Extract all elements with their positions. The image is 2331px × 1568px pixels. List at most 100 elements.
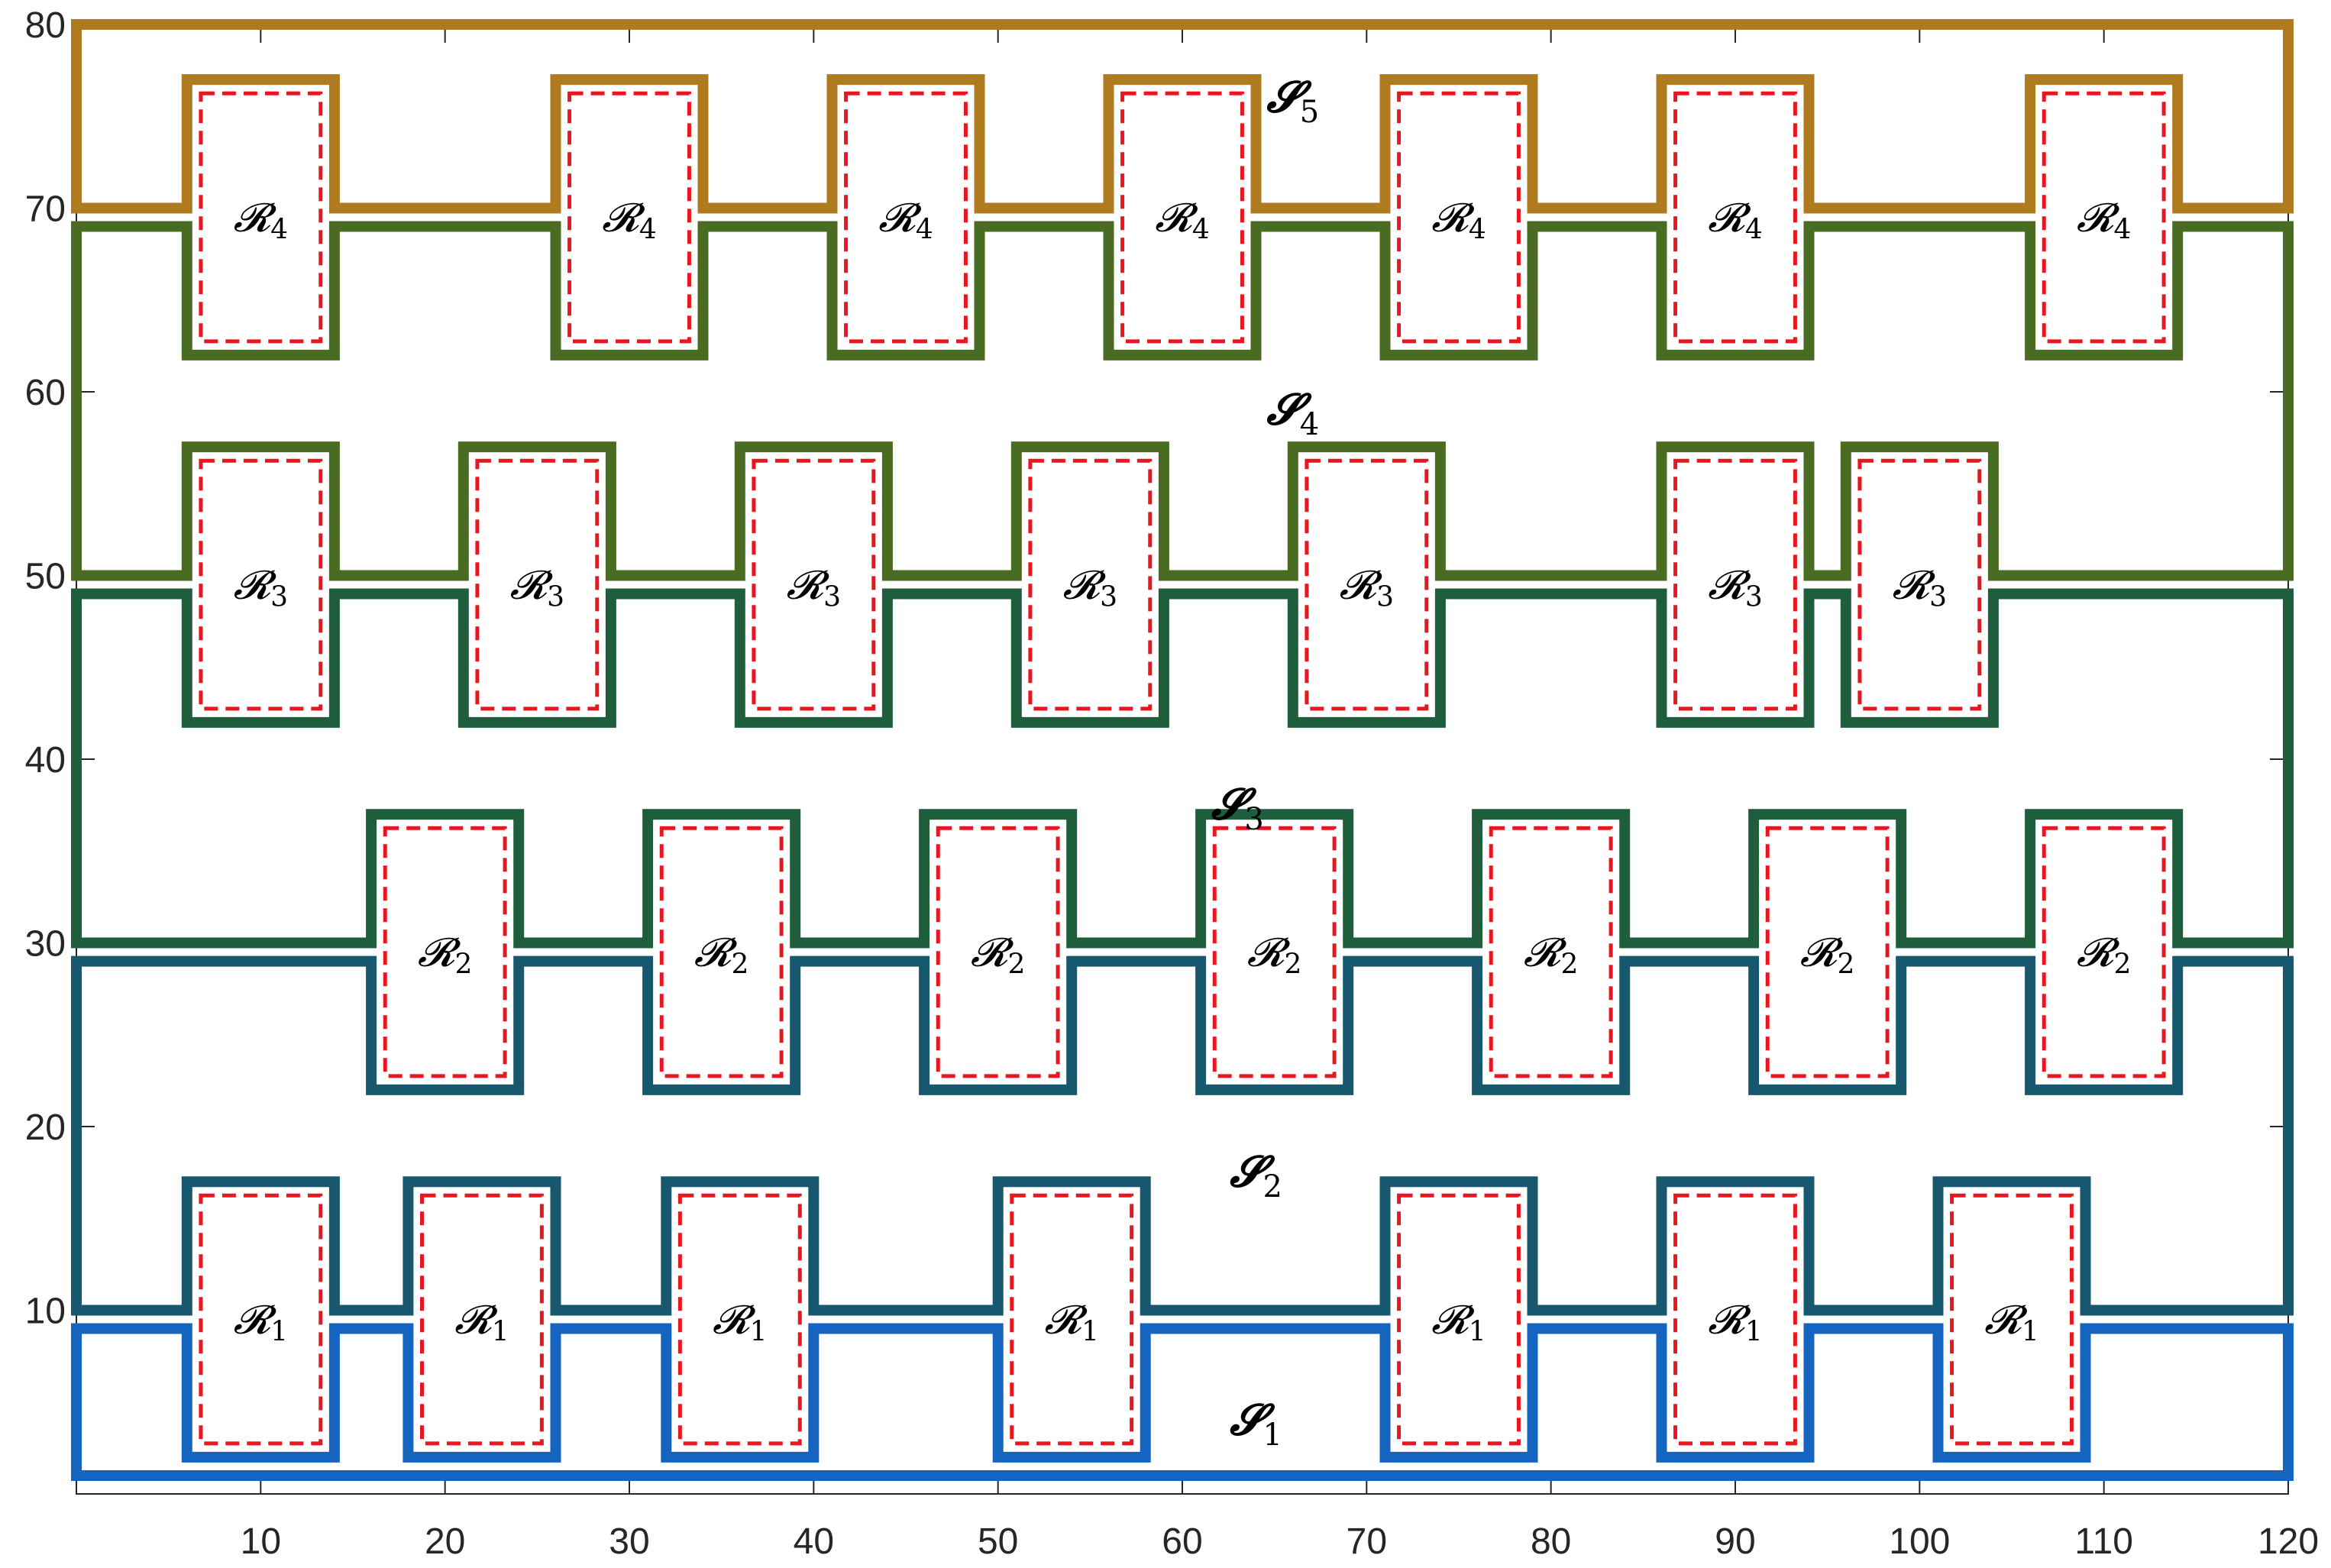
region-box-r3 — [752, 458, 876, 711]
region-symbol: 𝓡 — [1044, 1298, 1088, 1343]
region-subscript: 3 — [270, 582, 288, 613]
region-symbol: 𝓡 — [1524, 930, 1567, 976]
region-label-r3: 𝓡3 — [1893, 563, 1947, 613]
region-symbol: 𝓡 — [1708, 563, 1751, 609]
region-subscript: 2 — [1008, 949, 1026, 981]
region-box-r1 — [199, 1193, 323, 1446]
region-subscript: 4 — [639, 215, 657, 246]
strip-subscript: 3 — [1244, 802, 1263, 837]
region-subscript: 4 — [916, 215, 933, 246]
strip-label-s1: 𝓢1 — [1230, 1395, 1282, 1453]
region-symbol: 𝓡 — [1063, 563, 1107, 609]
y-tick-label: 10 — [25, 1292, 66, 1332]
region-label-r4: 𝓡4 — [1708, 196, 1762, 246]
strip-outline-s3 — [71, 588, 2294, 949]
x-tick-label: 50 — [978, 1521, 1018, 1562]
region-symbol: 𝓡 — [454, 1298, 498, 1343]
region-label-r2: 𝓡2 — [971, 930, 1025, 981]
region-subscript: 1 — [270, 1317, 288, 1348]
y-tick-label: 60 — [25, 373, 66, 413]
x-tick-label: 110 — [2074, 1521, 2133, 1562]
region-label-r4: 𝓡4 — [602, 196, 656, 246]
region-symbol: 𝓡 — [1155, 196, 1198, 241]
region-subscript: 2 — [1285, 949, 1302, 981]
strip-label-s3: 𝓢3 — [1211, 779, 1264, 837]
region-symbol: 𝓡 — [713, 1298, 756, 1343]
region-subscript: 3 — [1929, 582, 1947, 613]
x-tick-label: 80 — [1531, 1521, 1571, 1562]
region-subscript: 1 — [1081, 1317, 1099, 1348]
region-box-r3 — [1857, 458, 1982, 711]
y-tick-label: 50 — [25, 557, 66, 597]
region-symbol: 𝓡 — [1800, 930, 1844, 976]
region-subscript: 3 — [1745, 582, 1763, 613]
strip-label-s5: 𝓢5 — [1266, 72, 1319, 130]
region-subscript: 3 — [1100, 582, 1117, 613]
region-subscript: 2 — [732, 949, 749, 981]
region-box-r4 — [2042, 91, 2166, 344]
regions — [199, 91, 2166, 1446]
region-label-r2: 𝓡2 — [1524, 930, 1578, 981]
region-symbol: 𝓡 — [878, 196, 922, 241]
region-subscript: 4 — [1192, 215, 1210, 246]
region-box-r1 — [1673, 1193, 1797, 1446]
region-label-r1: 𝓡1 — [1708, 1298, 1762, 1348]
region-box-r2 — [659, 826, 784, 1078]
region-box-r4 — [199, 91, 323, 344]
strip-subscript: 2 — [1262, 1169, 1282, 1204]
region-label-r1: 𝓡1 — [713, 1298, 767, 1348]
x-tick-label: 60 — [1162, 1521, 1202, 1562]
strip-subscript: 4 — [1300, 407, 1319, 442]
strip-subscript: 5 — [1300, 95, 1319, 130]
region-symbol: 𝓡 — [971, 930, 1014, 976]
region-box-r2 — [2042, 826, 2166, 1078]
region-symbol: 𝓡 — [234, 1298, 277, 1343]
region-symbol: 𝓡 — [418, 930, 461, 976]
y-tick-label: 30 — [25, 924, 66, 965]
region-symbol: 𝓡 — [510, 563, 554, 609]
region-label-r4: 𝓡4 — [878, 196, 933, 246]
x-tick-label: 40 — [794, 1521, 834, 1562]
region-subscript: 4 — [1745, 215, 1763, 246]
region-subscript: 1 — [1745, 1317, 1763, 1348]
region-label-r4: 𝓡4 — [1155, 196, 1209, 246]
region-box-r2 — [1489, 826, 1613, 1078]
region-subscript: 1 — [2022, 1317, 2039, 1348]
region-label-r4: 𝓡4 — [2077, 196, 2131, 246]
region-symbol: 𝓡 — [1431, 196, 1475, 241]
region-label-r4: 𝓡4 — [1431, 196, 1486, 246]
strip-label-s2: 𝓢2 — [1230, 1146, 1282, 1204]
region-subscript: 2 — [1561, 949, 1579, 981]
x-tick-label: 30 — [609, 1521, 649, 1562]
region-subscript: 2 — [2114, 949, 2132, 981]
region-box-r3 — [475, 458, 600, 711]
x-tick-label: 70 — [1347, 1521, 1387, 1562]
region-box-r4 — [1673, 91, 1797, 344]
region-subscript: 1 — [750, 1317, 768, 1348]
region-subscript: 3 — [823, 582, 841, 613]
x-tick-label: 20 — [425, 1521, 465, 1562]
region-label-r3: 𝓡3 — [234, 563, 288, 613]
y-tick-label: 40 — [25, 740, 66, 781]
x-tick-label: 100 — [1889, 1521, 1950, 1562]
region-box-r4 — [567, 91, 691, 344]
strip-label-s4: 𝓢4 — [1266, 384, 1319, 442]
x-tick-label: 90 — [1715, 1521, 1755, 1562]
region-label-r2: 𝓡2 — [694, 930, 748, 981]
region-label-r1: 𝓡1 — [1431, 1298, 1486, 1348]
region-subscript: 4 — [1469, 215, 1486, 246]
region-label-r3: 𝓡3 — [1340, 563, 1394, 613]
region-label-r1: 𝓡1 — [1984, 1298, 2038, 1348]
region-box-r2 — [1765, 826, 1890, 1078]
region-subscript: 1 — [1469, 1317, 1486, 1348]
region-box-r1 — [677, 1193, 802, 1446]
region-box-r4 — [844, 91, 968, 344]
strip-outline-s2 — [71, 955, 2294, 1316]
strip-outline-s1 — [71, 1323, 2294, 1481]
region-label-r2: 𝓡2 — [2077, 930, 2131, 981]
strip-outline-s4 — [71, 221, 2294, 581]
region-symbol: 𝓡 — [2077, 930, 2120, 976]
region-symbol: 𝓡 — [787, 563, 830, 609]
